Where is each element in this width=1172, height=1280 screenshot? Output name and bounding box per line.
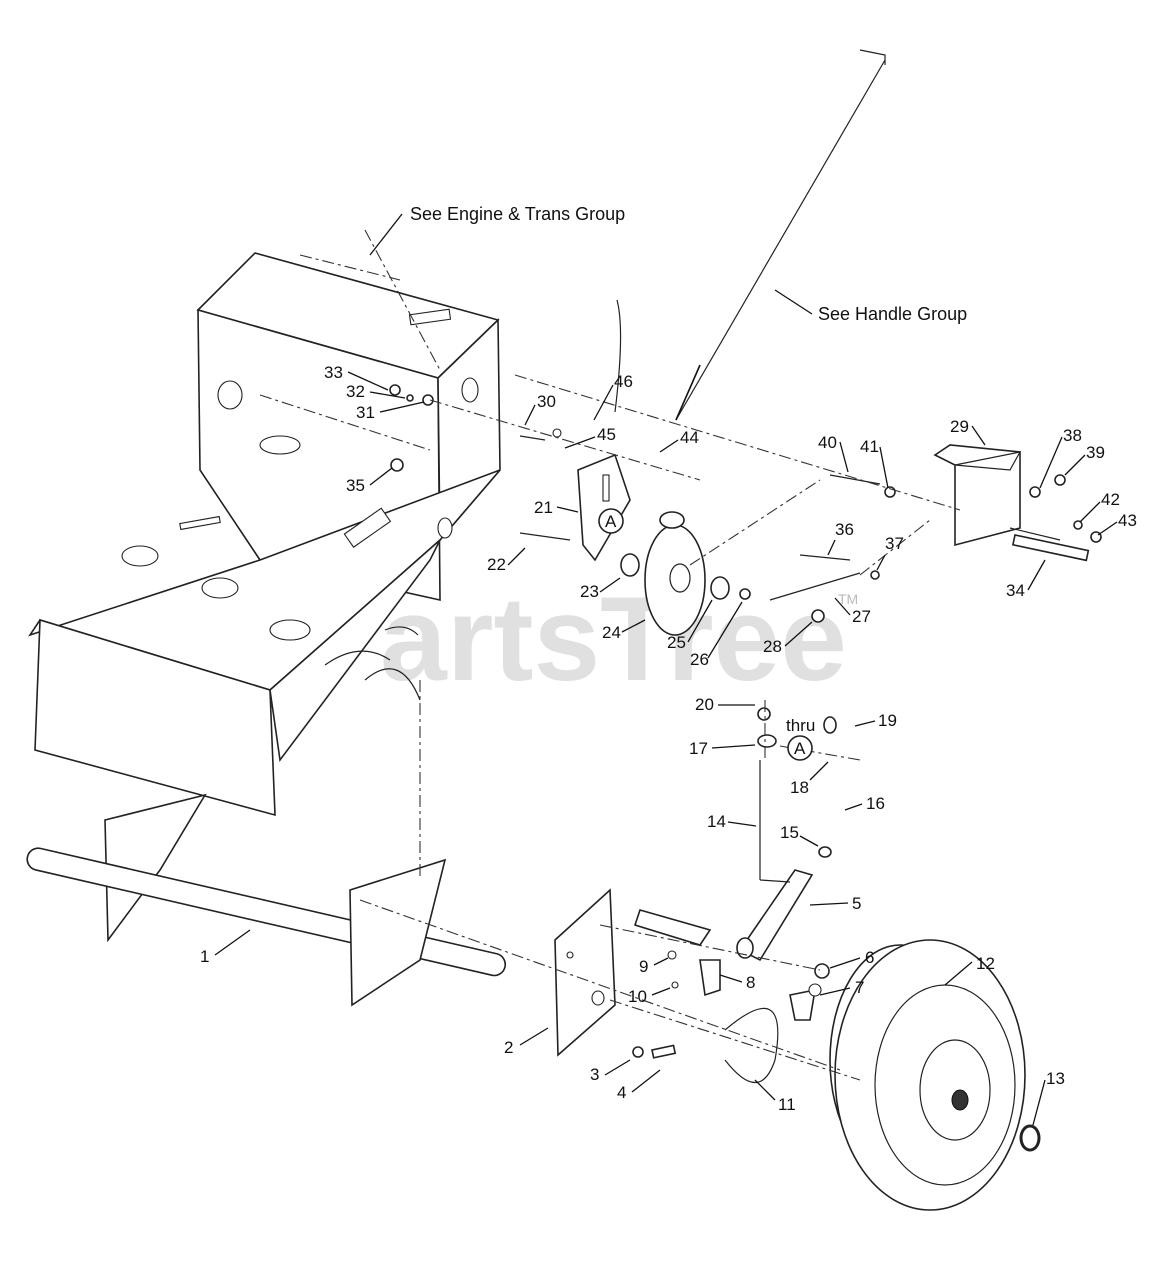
part-label-36[interactable]: 36 <box>835 520 854 539</box>
part-label-16[interactable]: 16 <box>866 794 885 813</box>
part-label-11[interactable]: 11 <box>778 1095 796 1114</box>
side-bracket <box>554 888 712 1057</box>
part-label-14[interactable]: 14 <box>707 812 726 831</box>
chassis-frame <box>28 252 501 817</box>
mount-bracket <box>933 444 1102 562</box>
part-label-26[interactable]: 26 <box>690 650 709 669</box>
part-label-42[interactable]: 42 <box>1101 490 1120 509</box>
part-label-15[interactable]: 15 <box>780 823 799 842</box>
part-label-38[interactable]: 38 <box>1063 426 1082 445</box>
part-label-21[interactable]: 21 <box>534 498 553 517</box>
idler-assembly <box>519 299 896 636</box>
part-label-41[interactable]: 41 <box>860 437 879 456</box>
part-label-5[interactable]: 5 <box>852 894 861 913</box>
part-label-24[interactable]: 24 <box>602 623 621 642</box>
part-label-6[interactable]: 6 <box>865 948 874 967</box>
part-label-13[interactable]: 13 <box>1046 1069 1065 1088</box>
handle-rod <box>675 49 886 421</box>
leader <box>369 213 403 256</box>
part-label-18[interactable]: 18 <box>790 778 809 797</box>
handle-group-ref[interactable]: See Handle Group <box>818 304 967 324</box>
part-label-46[interactable]: 46 <box>614 372 633 391</box>
part-label-44[interactable]: 44 <box>680 428 699 447</box>
thru-label: thru <box>786 716 815 735</box>
ref-a-label: A <box>605 512 617 531</box>
part-label-22[interactable]: 22 <box>487 555 506 574</box>
engine-group-ref[interactable]: See Engine & Trans Group <box>410 204 625 224</box>
ref-a-label: A <box>794 739 806 758</box>
part-label-39[interactable]: 39 <box>1086 443 1105 462</box>
part-label-1[interactable]: 1 <box>200 947 209 966</box>
part-label-28[interactable]: 28 <box>763 637 782 656</box>
part-label-9[interactable]: 9 <box>639 957 648 976</box>
assembly-lines <box>259 229 961 1081</box>
part-label-12[interactable]: 12 <box>976 954 995 973</box>
part-label-27[interactable]: 27 <box>852 607 871 626</box>
part-label-17[interactable]: 17 <box>689 739 708 758</box>
part-label-32[interactable]: 32 <box>346 382 365 401</box>
axle-assembly <box>26 793 507 1007</box>
part-label-37[interactable]: 37 <box>885 534 904 553</box>
small-hardware <box>389 384 837 1059</box>
part-label-45[interactable]: 45 <box>597 425 616 444</box>
part-label-4[interactable]: 4 <box>617 1083 626 1102</box>
lever-assembly <box>667 760 822 1084</box>
part-label-23[interactable]: 23 <box>580 582 599 601</box>
part-label-8[interactable]: 8 <box>746 973 755 992</box>
part-label-30[interactable]: 30 <box>537 392 556 411</box>
part-label-10[interactable]: 10 <box>628 987 647 1006</box>
leader <box>774 289 813 315</box>
part-label-20[interactable]: 20 <box>695 695 714 714</box>
ref-a-circle <box>787 735 813 761</box>
wheel <box>829 939 1041 1211</box>
part-label-29[interactable]: 29 <box>950 417 969 436</box>
part-label-25[interactable]: 25 <box>667 633 686 652</box>
part-label-3[interactable]: 3 <box>590 1065 599 1084</box>
watermark-tm: TM <box>838 591 858 607</box>
part-label-7[interactable]: 7 <box>855 978 864 997</box>
ref-a-circle <box>598 508 624 534</box>
part-labels: 1 2 3 4 5 6 7 8 9 10 11 12 13 14 15 16 1… <box>200 363 1137 1126</box>
part-label-40[interactable]: 40 <box>818 433 837 452</box>
part-label-43[interactable]: 43 <box>1118 511 1137 530</box>
part-label-33[interactable]: 33 <box>324 363 343 382</box>
part-label-34[interactable]: 34 <box>1006 581 1025 600</box>
part-label-2[interactable]: 2 <box>504 1038 513 1057</box>
part-label-35[interactable]: 35 <box>346 476 365 495</box>
part-label-31[interactable]: 31 <box>356 403 375 422</box>
part-label-19[interactable]: 19 <box>878 711 897 730</box>
